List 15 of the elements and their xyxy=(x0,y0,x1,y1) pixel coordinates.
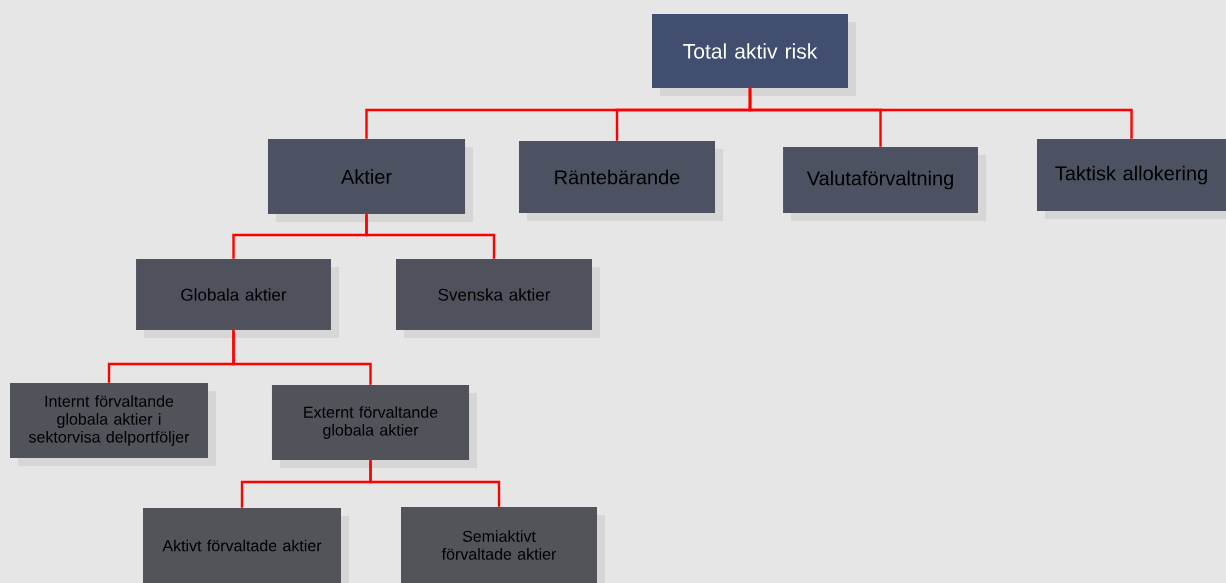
org-box: Aktivt förvaltade aktier xyxy=(143,508,349,583)
connector-line xyxy=(365,214,496,259)
connector-line xyxy=(748,88,1133,139)
org-box: Taktisk allokering xyxy=(1037,139,1226,219)
org-box: Total aktiv risk xyxy=(652,14,856,96)
org-box: Semiaktivt förvaltade aktier xyxy=(401,507,605,583)
org-box: Externt förvaltande globala aktier xyxy=(272,385,477,468)
org-box: Aktier xyxy=(268,139,473,222)
org-box: Globala aktier xyxy=(136,259,339,338)
connector-line xyxy=(369,460,501,507)
org-box: Räntebärande xyxy=(519,141,723,221)
org-box: Svenska aktier xyxy=(396,259,600,338)
org-box: Internt förvaltande globala aktier i sektorvisa delportföljer xyxy=(10,383,216,466)
org-box: Valutaförvaltning xyxy=(783,147,986,221)
connector-line xyxy=(232,330,372,385)
